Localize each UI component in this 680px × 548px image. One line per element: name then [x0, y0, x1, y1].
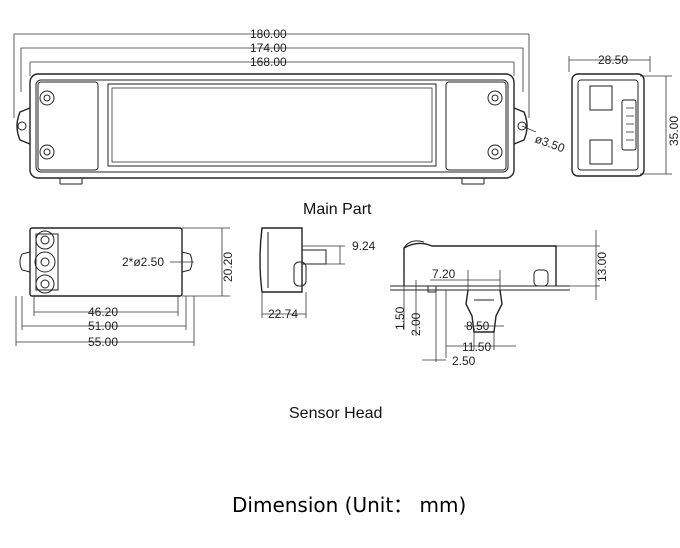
dim-180: 180.00 — [250, 27, 287, 41]
dim-28-50: 28.50 — [598, 53, 628, 67]
main-part-top-view: 180.00 174.00 168.00 ø3.50 — [13, 27, 567, 185]
dim-13: 13.00 — [595, 252, 609, 282]
dim-22-74: 22.74 — [268, 307, 298, 321]
dim-hole-spec: 2*ø2.50 — [122, 255, 164, 269]
dim-35: 35.00 — [667, 116, 680, 146]
dim-174: 174.00 — [250, 41, 287, 55]
dim-1-50: 1.50 — [393, 306, 407, 330]
dim-2-50: 2.50 — [452, 354, 476, 368]
dim-51: 51.00 — [88, 319, 118, 333]
dim-55: 55.00 — [88, 335, 118, 349]
dim-168: 168.00 — [250, 55, 287, 69]
main-part-side-view: 28.50 35.00 — [568, 53, 680, 177]
dimension-title: Dimension (Unit： mm) — [232, 493, 466, 517]
dim-9-24: 9.24 — [352, 239, 376, 253]
dim-46-20: 46.20 — [88, 305, 118, 319]
dim-8-50: 8.50 — [466, 319, 490, 333]
sensor-head-caption: Sensor Head — [289, 405, 382, 422]
sensor-head-top-view: 2*ø2.50 20.20 46.20 51.00 55.00 — [15, 227, 235, 349]
dim-7-20: 7.20 — [432, 267, 456, 281]
dim-2-00: 2.00 — [409, 312, 423, 336]
main-part-caption: Main Part — [303, 201, 372, 218]
dim-11-50: 11.50 — [462, 340, 491, 354]
sensor-head-side-view: 9.24 22.74 — [259, 227, 376, 321]
dim-20-20: 20.20 — [221, 252, 235, 282]
dim-hole-diameter: ø3.50 — [533, 132, 567, 156]
sensor-head-front-profile: 13.00 7.20 8.50 11.50 2.50 1.50 2.00 — [390, 230, 609, 368]
